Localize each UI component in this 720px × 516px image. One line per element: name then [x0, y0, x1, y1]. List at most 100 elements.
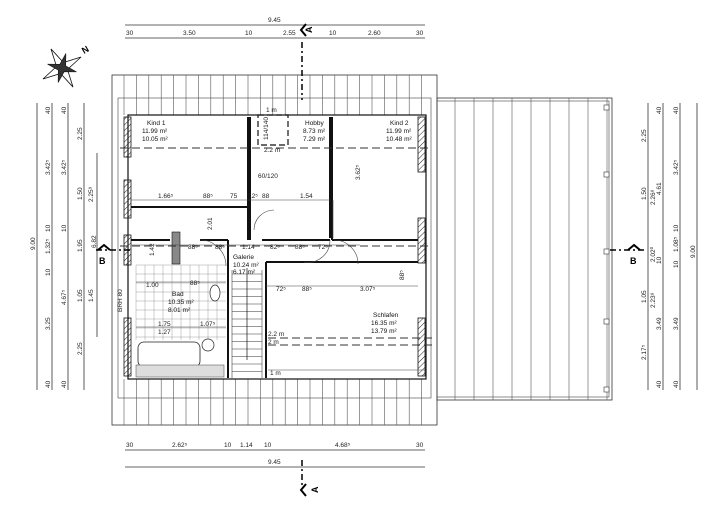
label-rooms-bad-name: Bad: [172, 291, 184, 298]
label-dims_right-overall: 9.00: [690, 245, 697, 258]
label-rooms-kind1-name: Kind 1: [147, 120, 166, 127]
label-dims_bottom-parts-3: 1.14: [240, 442, 253, 449]
label-dims_top-parts-0: 30: [126, 30, 134, 37]
label-inner_dims-gal_5: 82⁵: [270, 244, 280, 251]
label-dims_bottom-parts-6: 30: [416, 442, 424, 449]
label-rooms-kind1-area2: 10.05 m²: [142, 136, 168, 143]
label-dims_right-col3-6: 40: [673, 380, 680, 388]
label-dims_right-col1-6: 2.17⁵: [641, 344, 648, 360]
section-marker-a-top: A: [299, 23, 314, 100]
label-inner_dims-gal_1: 1.42: [149, 243, 156, 256]
label-inner_dims-h1: 1 m: [270, 370, 281, 377]
label-inner_dims-door_h: 2.01: [207, 217, 214, 230]
label-rooms-schlafen-area1: 16.35 m²: [371, 320, 397, 327]
label-inner_dims-kind2_depth: 3.62⁵: [355, 164, 362, 180]
label-dims_top-parts-1: 3.50: [183, 30, 196, 37]
label-inner_dims-door1: 88⁵: [203, 193, 213, 200]
skylight-marker: [603, 248, 610, 255]
label-dims_left-col4-3: 1.95: [77, 239, 84, 252]
label-inner_dims-gal_2: 88⁵: [188, 244, 198, 251]
label-dims_right-col2-4: 40: [656, 380, 663, 388]
label-dims_right-col3-4: 10: [673, 260, 680, 268]
label-dims_right-col2-1: 4.61: [656, 182, 663, 195]
label-dims_right-col1-1: 1.50: [641, 187, 648, 200]
label-inner_dims-gal_3: 88⁵: [215, 244, 225, 251]
label-dims_right-col3-5: 3.49: [673, 317, 680, 330]
label-dims_left-col4-6: 2.25: [77, 342, 84, 355]
label-dims_left-col4-4: 1.05: [77, 289, 84, 302]
label-dims_left-col2-3: 1.32⁵: [45, 238, 52, 254]
label-dims_right-col2-2: 10: [656, 256, 663, 264]
dimension-bottom: 30 2.62⁵ 10 1.14 10 4.68⁵ 30 9.45: [125, 442, 425, 468]
bathtub: [137, 341, 201, 368]
label-rooms-hobby-name: Hobby: [305, 120, 325, 127]
label-dims_left-col4-1: 1.50: [77, 187, 84, 200]
label-dims_top-parts-6: 30: [416, 30, 424, 37]
label-dims_left-col2-0: 40: [45, 106, 52, 114]
label-rooms-kind1-area1: 11.99 m²: [142, 128, 168, 135]
label-inner_dims-sch_2: 88⁵: [302, 286, 312, 293]
skylight-marker: [603, 104, 610, 111]
chimney: [171, 231, 181, 265]
label-inner_dims-d12: 12⁵: [248, 193, 258, 200]
roof-left: [111, 74, 438, 426]
room-hobby: Hobby 8.73 m² 7.29 m²: [303, 120, 326, 143]
label-dims_right-col3-0: 40: [673, 106, 680, 114]
toilet: [201, 338, 215, 352]
label-inner_dims-sch_1: 72⁵: [276, 286, 286, 293]
label-rooms-galerie-area1: 10.24 m²: [233, 262, 259, 269]
section-marker-b-right: B: [610, 243, 644, 266]
label-inner_dims-brh: BRH 80: [117, 289, 124, 312]
label-dims_bottom-parts-2: 10: [224, 442, 232, 449]
label-inner_dims-window: 60/120: [258, 173, 278, 180]
label-sections-b: B: [99, 256, 106, 266]
label-dims_left-col2-4: 10: [45, 268, 52, 276]
label-dims_bottom-parts-5: 4.68⁵: [335, 442, 351, 449]
label-dims_top-overall: 9.45: [268, 17, 281, 24]
label-inner_dims-bad_2: 1.75: [158, 321, 171, 328]
label-dims_bottom-parts-0: 30: [126, 442, 134, 449]
label-dims_left-col3-0: 40: [61, 106, 68, 114]
label-dims_bottom-parts-1: 2.62⁵: [172, 442, 188, 449]
label-rooms-kind2-name: Kind 2: [390, 120, 409, 127]
label-dims_top-parts-3: 2.55: [283, 30, 296, 37]
label-dims_top-parts-5: 2.60: [368, 30, 381, 37]
label-rooms-kind2-area1: 11.99 m²: [386, 128, 412, 135]
label-dims_right-col2-3: 3.49: [656, 317, 663, 330]
skylight-marker: [603, 318, 610, 325]
label-dims_right-col3-1: 3.42⁵: [673, 159, 680, 175]
label-dims_left-col3-2: 10: [61, 224, 68, 232]
label-dims_right-col1-5: 2.23⁸: [650, 292, 657, 308]
inner-dimensions: 1.66⁵ 88⁵ 75 12⁵ 88 1.54 60/120 2.01 3.6…: [117, 107, 406, 377]
label-inner_dims-bad_4: 1.07⁵: [200, 321, 216, 328]
label-inner_dims-sch_3: 3.07⁵: [360, 286, 376, 293]
label-sections-a: A: [310, 486, 320, 493]
label-inner_dims-bad_1: 1.00: [146, 282, 159, 289]
sink: [209, 284, 221, 302]
label-dims_left-overall: 9.00: [30, 237, 37, 250]
label-dims_left-col2-2: 10: [45, 224, 52, 232]
label-dims_bottom-overall: 9.45: [268, 459, 281, 466]
label-dims_left-col2-6: 40: [45, 380, 52, 388]
label-dims_right-col1-2: 2.26⁸: [650, 189, 657, 205]
label-rooms-galerie-name: Galerie: [233, 254, 254, 261]
label-rooms-schlafen-area2: 13.79 m²: [371, 328, 397, 335]
label-dims_left-col3-1: 3.42⁵: [61, 159, 68, 175]
room-galerie: Galerie 10.24 m² 6.17 m²: [233, 254, 259, 276]
label-dims_left-col4-2: 2.25⁹: [88, 186, 95, 202]
label-inner_dims-h1_top: 1 m: [266, 107, 277, 114]
label-inner_dims-sch_4: 88⁵: [399, 270, 406, 280]
section-marker-b-left: B: [96, 243, 130, 266]
dimension-left: 9.00 40 3.42⁵ 10 1.32⁵ 10 3.25 40 40 3.4…: [30, 103, 98, 390]
label-inner_dims-hobby_width: 1.54: [300, 193, 313, 200]
label-inner_dims-gal_6: 88⁵: [295, 244, 305, 251]
label-rooms-galerie-area2: 6.17 m²: [233, 269, 256, 276]
dimension-top: 9.45 30 3.50 10 2.55 10 2.60 30: [125, 17, 425, 39]
label-rooms-hobby-area2: 7.29 m²: [303, 136, 326, 143]
label-sections-a: A: [304, 26, 314, 33]
label-dims_right-col2-0: 40: [656, 106, 663, 114]
skylight-marker: [603, 386, 610, 393]
label-inner_dims-h2: 2 m: [268, 339, 279, 346]
label-dims_left-col5: 6.82: [91, 235, 98, 248]
